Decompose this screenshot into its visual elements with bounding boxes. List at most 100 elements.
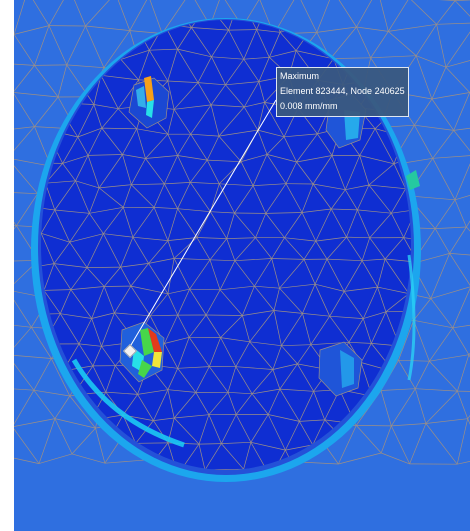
mesh-edge (312, 183, 332, 210)
fea-mesh-viewport[interactable]: Maximum Element 823444, Node 240625 0.00… (14, 0, 470, 531)
mesh-edge (226, 237, 256, 239)
mesh-edge (75, 180, 100, 189)
mesh-edge (197, 82, 226, 86)
mesh-edge (377, 286, 409, 294)
mesh-edge (167, 237, 197, 241)
bolt-hole-top-left[interactable] (128, 76, 170, 129)
mesh-edge (283, 136, 297, 163)
mesh-edge (235, 341, 251, 367)
mesh-edge (189, 259, 211, 290)
mesh-edge (344, 189, 358, 211)
mesh-edge (153, 417, 175, 421)
mesh-edge (415, 388, 458, 392)
mesh-edge (243, 56, 270, 60)
mesh-edge (211, 56, 244, 60)
mesh-edge (234, 212, 256, 238)
mesh-edge (363, 311, 387, 319)
mesh-edge (103, 233, 133, 238)
mesh-edge (357, 184, 370, 211)
mesh-edge (14, 126, 35, 130)
mesh-edge (173, 417, 200, 445)
mesh-edge (177, 48, 199, 83)
mesh-edge (268, 32, 281, 58)
mesh-edge (413, 319, 453, 329)
result-probe-label[interactable]: Maximum Element 823444, Node 240625 0.00… (276, 67, 409, 117)
mesh-edge (391, 209, 411, 214)
viewport-left-margin (0, 0, 14, 531)
mesh-edge (210, 183, 220, 212)
mesh-edge (122, 128, 138, 155)
mesh-edge (415, 24, 437, 56)
mesh-edge (413, 320, 430, 362)
mesh-edge (271, 258, 305, 260)
mesh-edge (210, 84, 226, 106)
mesh-edge (120, 49, 150, 60)
mesh-edge (369, 237, 386, 260)
mesh-edge (198, 414, 210, 445)
mesh-edge (211, 104, 245, 108)
mesh-edge (348, 341, 372, 344)
mesh-edge (344, 286, 378, 292)
mesh-edge (104, 459, 143, 464)
mesh-edge (101, 108, 119, 129)
mesh-edge (362, 318, 372, 344)
mesh-edge (242, 310, 275, 316)
mesh-edge (167, 80, 199, 83)
bolt-hole-bottom-left[interactable] (119, 321, 165, 383)
mesh-edge (452, 327, 470, 355)
mesh-edge (299, 419, 325, 422)
mesh-edge (331, 155, 346, 190)
mesh-edge (255, 237, 272, 259)
mesh-edge (296, 50, 334, 60)
mesh-edge (167, 293, 179, 316)
mesh-edge (14, 34, 35, 66)
mesh-edge (249, 310, 275, 343)
mesh-edge (33, 389, 70, 397)
mesh-edge (449, 253, 470, 286)
mesh-edge (207, 159, 242, 163)
mesh-edge (384, 237, 404, 260)
mesh-edge (32, 0, 50, 26)
mesh-edge (315, 283, 345, 292)
mesh-edge (266, 154, 287, 184)
mesh-edge (369, 212, 392, 239)
mesh-edge (243, 106, 259, 131)
mesh-edge (285, 444, 313, 451)
mesh-edge (38, 453, 73, 464)
mesh-edge (228, 20, 241, 31)
mesh-edge (315, 240, 328, 260)
mesh-edge (91, 312, 115, 319)
mesh-edge (41, 263, 55, 268)
probe-value: 0.008 mm/mm (280, 101, 338, 111)
mesh-edge (191, 27, 212, 57)
mesh-edge (271, 258, 280, 289)
mesh-edge (177, 314, 190, 338)
shell-highlight-arc-2 (407, 254, 416, 381)
mesh-edge (14, 165, 38, 194)
mesh-edge (209, 238, 227, 261)
mesh-edge (88, 154, 123, 156)
mesh-edge (210, 104, 220, 137)
mesh-edge (177, 289, 190, 316)
mesh-edge (250, 414, 269, 443)
mesh-edge (281, 345, 298, 365)
mesh-edge (120, 59, 139, 81)
mesh-edge (310, 316, 330, 345)
mesh-edge (167, 258, 175, 294)
mesh-edge (301, 461, 339, 465)
mesh-edge (174, 414, 209, 419)
mesh-edge (14, 388, 34, 391)
bolt-hole-bottom-right[interactable] (318, 341, 363, 397)
mesh-edge (41, 233, 55, 264)
mesh-edge (43, 263, 55, 291)
mesh-edge (137, 389, 168, 395)
mesh-edge (62, 163, 76, 182)
mesh-edge (167, 134, 178, 156)
mesh-edge (145, 133, 169, 159)
mesh-edge (256, 20, 271, 30)
mesh-edge (219, 260, 236, 290)
mesh-edge (299, 421, 314, 446)
mesh-edge (251, 369, 274, 395)
mesh-edge (177, 155, 208, 161)
mesh-edge (14, 259, 39, 262)
